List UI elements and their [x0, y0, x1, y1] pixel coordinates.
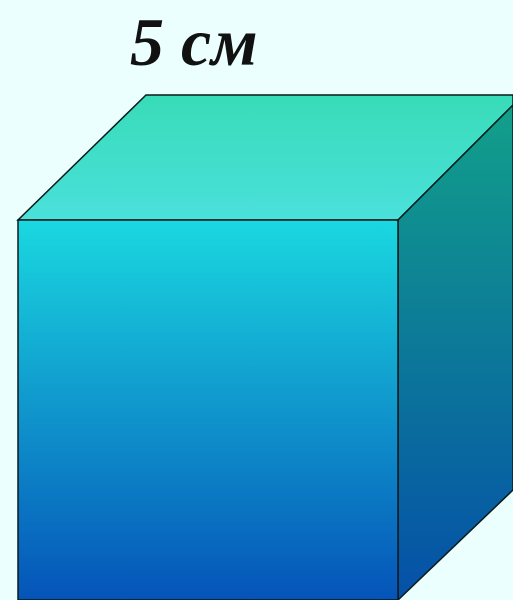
dimension-label: 5 см — [130, 4, 258, 80]
cube-front-face — [17, 219, 399, 600]
